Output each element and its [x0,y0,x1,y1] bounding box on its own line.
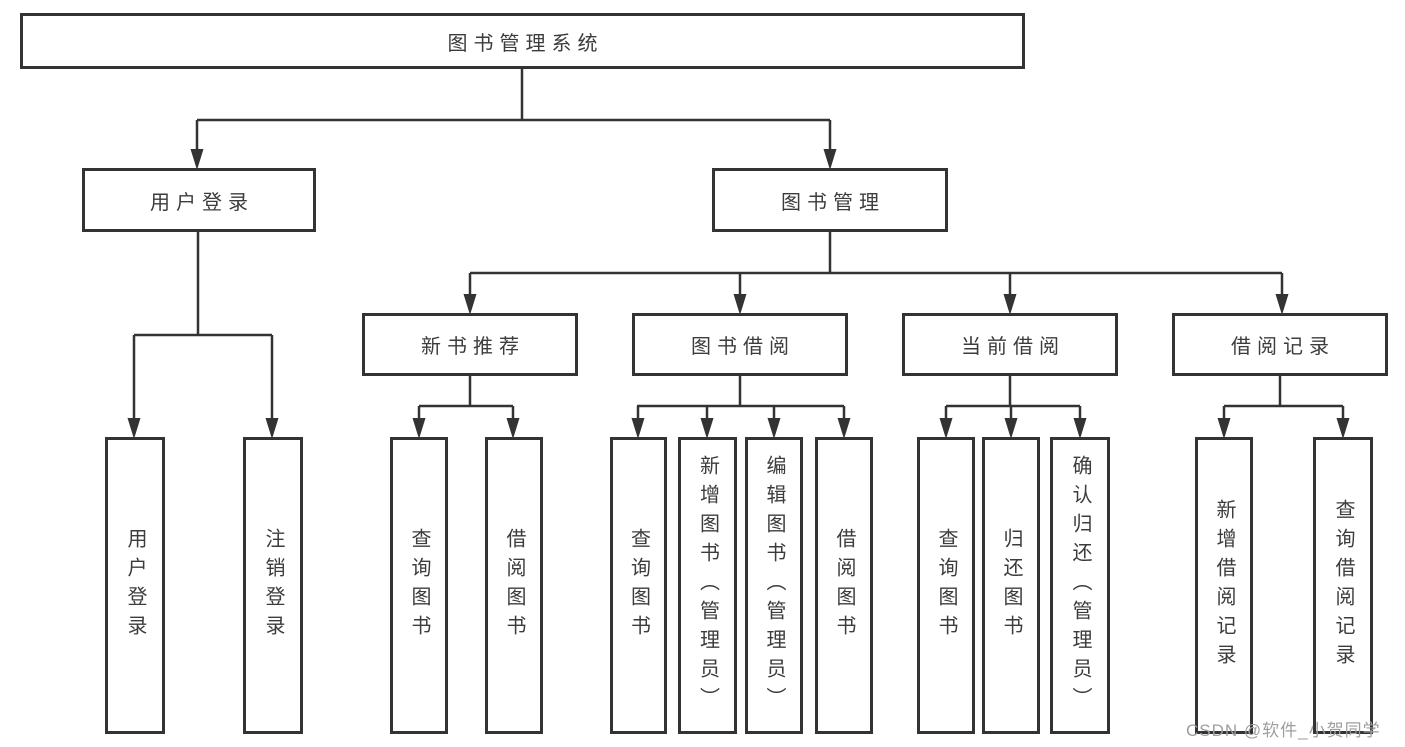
node-new-book-recommend: 新书推荐 [362,313,578,376]
node-label: 图书借阅 [691,336,795,358]
node-leaf-borrowing-edit-books: 编辑图书（管理员） [745,437,803,734]
node-label: 新书推荐 [421,336,525,358]
node-leaf-records-add: 新增借阅记录 [1195,437,1253,734]
node-library-management-system: 图书管理系统 [20,13,1025,69]
node-label: 确认归还（管理员） [1069,455,1091,716]
node-label: 新增借阅记录 [1213,498,1235,673]
node-label: 查询图书 [935,527,957,644]
node-label: 借阅图书 [833,527,855,644]
node-label: 图书管理系统 [447,32,604,55]
node-label: 注销登录 [262,527,284,644]
node-leaf-recommend-borrow-books: 借阅图书 [485,437,543,734]
node-leaf-current-query-books: 查询图书 [917,437,975,734]
node-book-borrowing: 图书借阅 [632,313,848,376]
node-user-login: 用户登录 [82,168,316,232]
node-book-management: 图书管理 [712,168,948,232]
node-label: 当前借阅 [961,336,1065,358]
node-label: 图书管理 [781,191,885,214]
node-leaf-borrowing-borrow-books: 借阅图书 [815,437,873,734]
csdn-watermark: CSDN @软件_小贺同学 [1186,721,1381,740]
node-label: 查询图书 [408,527,430,644]
node-leaf-logout: 注销登录 [243,437,303,734]
node-label: 查询图书 [627,527,650,644]
node-label: 新增图书（管理员） [696,455,719,716]
node-leaf-recommend-query-books: 查询图书 [390,437,448,734]
node-leaf-current-confirm-return: 确认归还（管理员） [1050,437,1110,734]
node-leaf-current-return-books: 归还图书 [982,437,1040,734]
node-current-borrowing: 当前借阅 [902,313,1118,376]
node-label: 查询借阅记录 [1332,498,1354,673]
node-leaf-records-query: 查询借阅记录 [1313,437,1373,734]
node-leaf-user-login: 用户登录 [105,437,165,734]
node-leaf-borrowing-query-books: 查询图书 [610,437,667,734]
node-label: 归还图书 [1000,527,1022,644]
node-label: 借阅记录 [1231,336,1335,358]
node-label: 用户登录 [150,191,254,214]
node-label: 用户登录 [124,527,146,644]
node-borrowing-records: 借阅记录 [1172,313,1388,376]
node-label: 编辑图书（管理员） [763,455,785,716]
node-leaf-borrowing-add-books: 新增图书（管理员） [678,437,737,734]
node-label: 借阅图书 [503,527,525,644]
